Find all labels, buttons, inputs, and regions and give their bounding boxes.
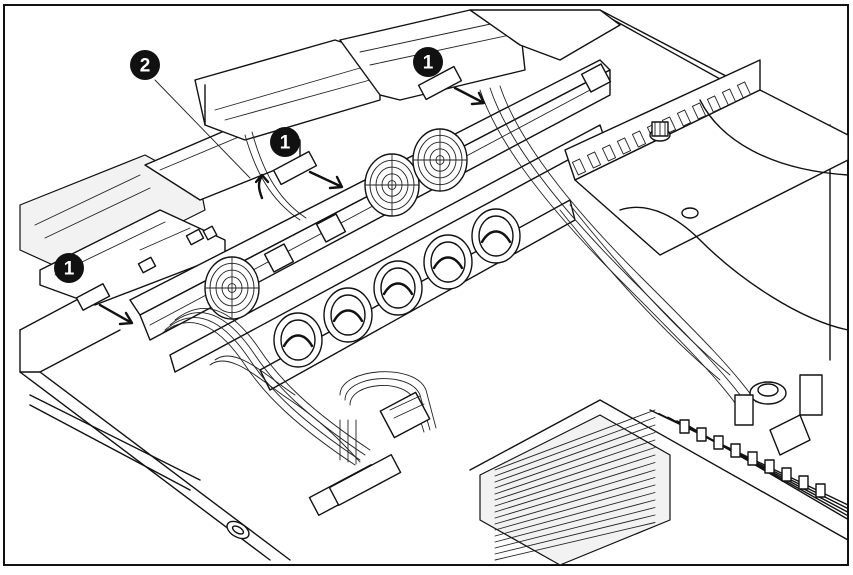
drive-bay-left (19, 119, 301, 306)
arrow-center-connector (308, 170, 344, 190)
direction-arrows (98, 86, 486, 326)
fans-front-row (273, 208, 521, 368)
callout-label: 1 (64, 259, 75, 280)
callout-label: 1 (280, 133, 291, 154)
arrow-left-connector (98, 303, 134, 326)
system-battery (749, 381, 787, 405)
callout-label: 2 (140, 56, 151, 77)
arrow-right-connector (453, 86, 486, 106)
heatsink-fins (494, 409, 656, 561)
pci-riser (564, 59, 849, 331)
chassis-latch (226, 520, 250, 540)
fans-grill-row (204, 128, 468, 320)
callout-badge: 1 (270, 127, 300, 157)
riser-card (574, 89, 849, 256)
callout-label: 1 (423, 53, 434, 74)
jumper-block (734, 394, 754, 426)
cable-bundles (159, 85, 757, 466)
frame-border (3, 4, 849, 566)
main-connector (379, 391, 431, 439)
rail-tabs (137, 225, 402, 516)
dimm-latch (713, 435, 724, 450)
dimm-latch (764, 459, 775, 474)
callout-badge: 1 (413, 47, 443, 77)
dimm-slots (649, 409, 849, 521)
motherboard (469, 374, 849, 566)
callout-2-leader (154, 79, 251, 179)
fan-connectors (75, 63, 612, 311)
dimm-latch (815, 483, 826, 498)
dimm-latch (781, 467, 792, 482)
callout-badge: 2 (130, 50, 160, 80)
dimm-latch (679, 419, 690, 434)
arrow-lift-cable (254, 173, 270, 200)
dimm-latch (696, 427, 707, 442)
dimm-latch (798, 475, 809, 490)
dimm-latch (730, 443, 741, 458)
dimm-latch (747, 451, 758, 466)
callout-badge: 1 (54, 253, 84, 283)
